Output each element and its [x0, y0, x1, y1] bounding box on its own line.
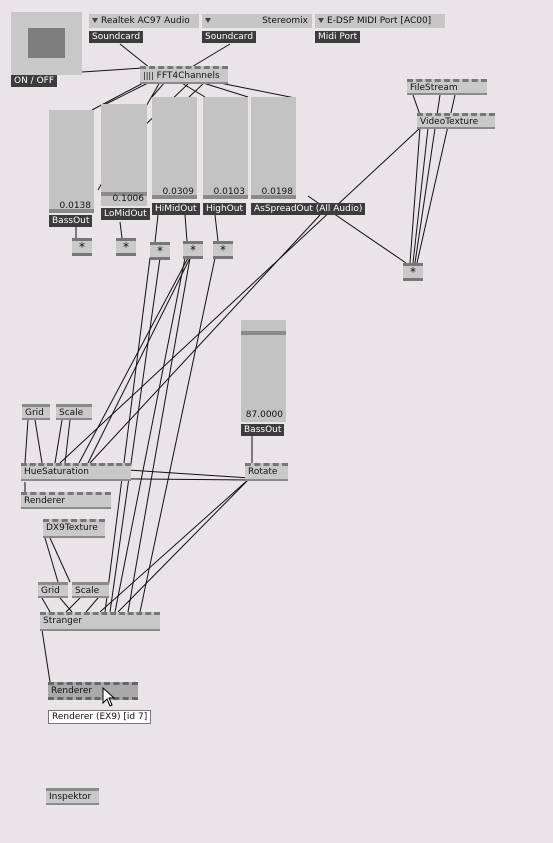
slider-handle: [251, 195, 296, 199]
himid-out-label: HiMidOut: [152, 203, 200, 215]
chevron-down-icon: [92, 18, 98, 23]
slider-value: 0.0103: [213, 187, 246, 197]
inspektor-node[interactable]: Inspektor: [46, 788, 99, 805]
chevron-down-icon: [318, 18, 324, 23]
multiply-node[interactable]: *: [213, 241, 233, 259]
midi-port-dropdown[interactable]: E-DSP MIDI Port [AC00]: [315, 14, 445, 28]
toggle-indicator: [28, 28, 65, 58]
on-off-label: ON / OFF: [11, 75, 58, 87]
grid-node[interactable]: Grid: [22, 404, 50, 420]
grid-node-2[interactable]: Grid: [38, 582, 68, 598]
soundcard-input-dropdown[interactable]: Stereomix: [202, 14, 312, 28]
bass-slider[interactable]: 0.0138: [49, 110, 94, 213]
filestream-node[interactable]: FileStream: [407, 79, 487, 95]
slider-handle: [152, 195, 197, 199]
soundcard-input-label: Soundcard: [202, 31, 257, 43]
bars-icon: ||||: [143, 71, 154, 80]
spread-slider[interactable]: 0.0198: [251, 97, 296, 199]
slider-value: 0.0198: [261, 187, 294, 197]
dropdown-value: Stereomix: [262, 16, 308, 26]
lomid-out-label: LoMidOut: [101, 208, 150, 220]
renderer-node-selected[interactable]: Renderer: [48, 682, 138, 700]
multiply-node[interactable]: *: [72, 238, 92, 256]
cursor-arrow-icon: [102, 687, 116, 707]
chevron-down-icon: [205, 18, 211, 23]
node-title: FFT4Channels: [156, 71, 220, 81]
slider-handle: [203, 195, 248, 199]
midi-port-label: Midi Port: [315, 31, 361, 43]
slider-value: 0.0138: [59, 201, 92, 211]
huesaturation-node[interactable]: HueSaturation: [21, 463, 131, 481]
on-off-toggle[interactable]: [11, 12, 82, 75]
slider-value: 0.1006: [112, 194, 145, 204]
bass-level-slider[interactable]: 87.0000: [241, 320, 286, 422]
node-tooltip: Renderer (EX9) [id 7]: [48, 710, 152, 724]
bass-level-label: BassOut: [241, 424, 285, 436]
soundcard-label: Soundcard: [89, 31, 144, 43]
slider-handle: [49, 209, 94, 213]
multiply-node[interactable]: *: [183, 241, 203, 259]
high-slider[interactable]: 0.0103: [203, 97, 248, 199]
scale-node[interactable]: Scale: [56, 404, 92, 420]
bass-out-label: BassOut: [49, 215, 93, 227]
himid-slider[interactable]: 0.0309: [152, 97, 197, 199]
soundcard-device-dropdown[interactable]: Realtek AC97 Audio: [89, 14, 199, 28]
stranger-node[interactable]: Stranger: [40, 612, 160, 631]
videotexture-node[interactable]: VideoTexture: [417, 113, 495, 129]
scale-node-2[interactable]: Scale: [72, 582, 109, 598]
renderer-node[interactable]: Renderer: [21, 492, 111, 509]
dropdown-value: Realtek AC97 Audio: [101, 16, 190, 26]
lomid-slider[interactable]: 0.1006: [101, 104, 147, 206]
multiply-node[interactable]: *: [403, 263, 423, 281]
slider-value: 87.0000: [245, 410, 283, 420]
multiply-node[interactable]: *: [150, 242, 170, 260]
dx9texture-node[interactable]: DX9Texture: [43, 519, 105, 538]
dropdown-value: E-DSP MIDI Port [AC00]: [327, 16, 432, 26]
slider-value: 0.0309: [162, 187, 195, 197]
spread-out-label: AsSpreadOut (All Audio): [251, 203, 366, 215]
slider-handle: [241, 331, 286, 335]
slider-handle: [101, 192, 147, 196]
rotate-node[interactable]: Rotate: [245, 463, 288, 481]
multiply-node[interactable]: *: [116, 238, 136, 256]
high-out-label: HighOut: [203, 203, 247, 215]
fft4channels-node[interactable]: |||| FFT4Channels: [140, 66, 228, 84]
